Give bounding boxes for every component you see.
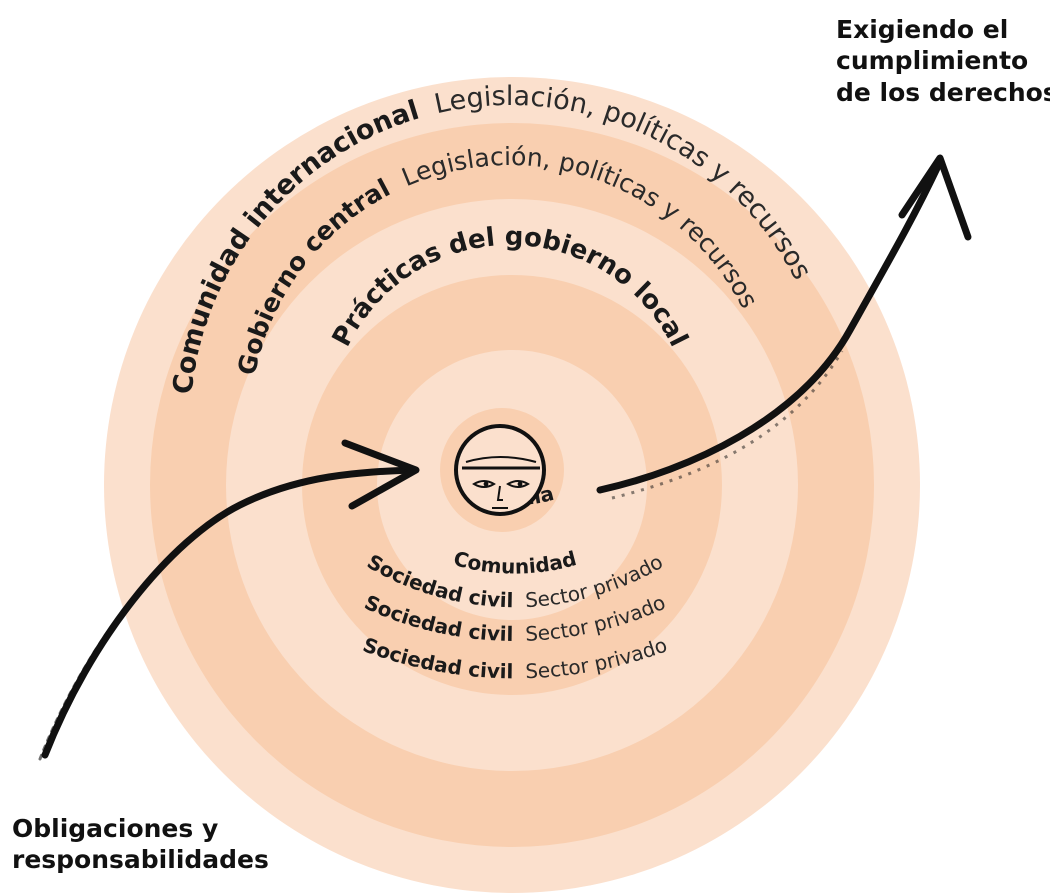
rights-arrow — [596, 154, 972, 500]
rights-label-line-3: de los derechos — [836, 77, 1050, 107]
obligations-arrow — [38, 439, 420, 761]
obligations-label-line-2: responsabilidades — [12, 845, 269, 875]
obligations-label: Obligaciones y responsabilidades — [12, 813, 269, 876]
child-face-icon — [454, 424, 546, 516]
rights-label-line-2: cumplimiento — [836, 46, 1029, 76]
obligations-label-line-1: Obligaciones y — [12, 814, 219, 843]
rights-arrowhead — [898, 154, 972, 241]
rights-label-line-1: Exigiendo el — [836, 15, 1009, 44]
rights-label: Exigiendo el cumplimiento de los derecho… — [836, 14, 1050, 108]
obligations-arrowhead — [341, 439, 420, 510]
